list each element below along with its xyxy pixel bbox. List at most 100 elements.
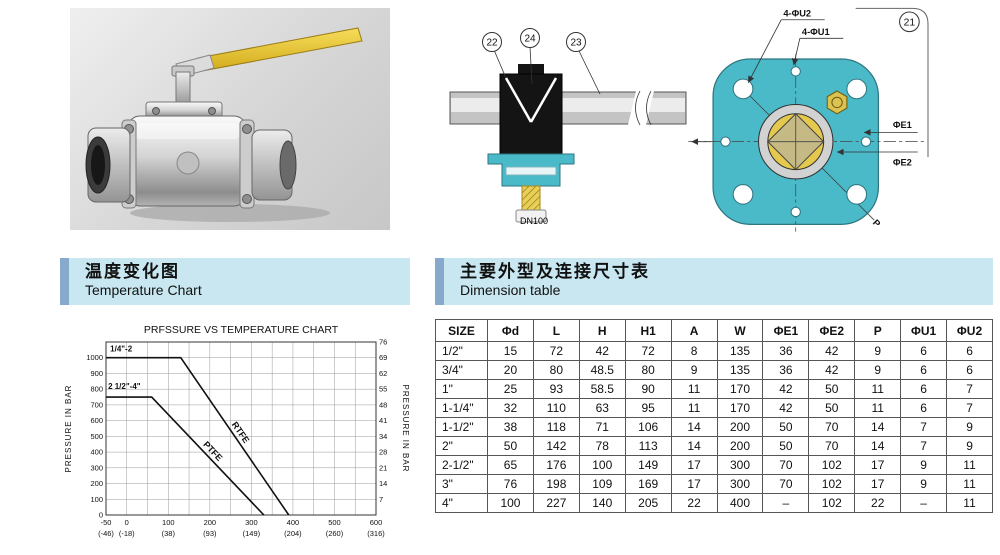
seat-vee xyxy=(504,77,558,123)
dim-cell: 50 xyxy=(762,436,810,456)
svg-text:500: 500 xyxy=(90,432,103,441)
svg-text:55: 55 xyxy=(379,385,387,394)
dim-size-cell: 1/2" xyxy=(435,341,488,361)
temperature-title-en: Temperature Chart xyxy=(85,282,202,298)
dim-cell: 8 xyxy=(670,341,718,361)
hex-bolt-circle xyxy=(831,96,843,109)
dim-cell: 300 xyxy=(716,455,764,475)
dim-cell: 102 xyxy=(808,493,856,513)
dim-size-cell: 2" xyxy=(435,436,488,456)
svg-text:300: 300 xyxy=(90,463,103,472)
body-highlight xyxy=(132,123,242,139)
dim-cell: 36 xyxy=(762,341,810,361)
dn-label: DN100 xyxy=(520,216,548,226)
leader-u2 xyxy=(747,19,782,83)
svg-text:300: 300 xyxy=(245,518,258,527)
svg-text:1000: 1000 xyxy=(86,353,103,362)
dim-cell: 142 xyxy=(532,436,580,456)
bolt-hole-u2 xyxy=(732,78,754,100)
dim-cell: 11 xyxy=(670,379,718,399)
dim-cell: 80 xyxy=(532,360,580,380)
dim-cell: 50 xyxy=(487,436,534,456)
dim-cell: 9 xyxy=(946,436,993,456)
valve-stem xyxy=(175,71,191,107)
dim-cell: 6 xyxy=(900,341,948,361)
dim-col-header: ΦE1 xyxy=(762,319,810,342)
dim-cell: 14 xyxy=(670,417,718,437)
dim-cell: 76 xyxy=(487,474,534,494)
dim-col-header: ΦU1 xyxy=(900,319,948,342)
flange-front-view: 21 4-ΦU2 4-ΦU1 xyxy=(688,7,929,232)
dim-size-cell: 3" xyxy=(435,474,488,494)
dim-cell: 70 xyxy=(808,436,856,456)
chart-title: PRFSSURE VS TEMPERATURE CHART xyxy=(144,324,339,336)
dim-cell: 65 xyxy=(487,455,534,475)
dim-cell: 7 xyxy=(946,398,993,418)
product-photo-box xyxy=(70,8,390,230)
callout-24-num: 24 xyxy=(524,34,536,45)
right-port xyxy=(279,140,297,190)
dim-cell: 22 xyxy=(670,493,718,513)
svg-text:(260): (260) xyxy=(326,529,344,538)
chart-series-line xyxy=(106,396,265,516)
technical-diagrams: 22 24 23 DN100 21 xyxy=(430,2,995,240)
svg-text:(38): (38) xyxy=(162,529,176,538)
leader-u1 xyxy=(791,38,801,66)
temperature-section-header: 温度变化图 Temperature Chart xyxy=(60,258,410,305)
svg-text:(93): (93) xyxy=(203,529,217,538)
svg-text:28: 28 xyxy=(379,448,387,457)
svg-text:0: 0 xyxy=(125,518,129,527)
callout-23-num: 23 xyxy=(570,38,582,49)
bolt-hole-u1 xyxy=(790,66,801,77)
dim-cell: 9 xyxy=(670,360,718,380)
dimension-title-zh: 主要外型及连接尺寸表 xyxy=(460,262,650,281)
label-phi-e2: ΦE2 xyxy=(893,157,912,167)
svg-text:7: 7 xyxy=(379,495,383,504)
dim-col-header: H xyxy=(578,319,626,342)
dim-size-cell: 1" xyxy=(435,379,488,399)
svg-text:400: 400 xyxy=(287,518,300,527)
dim-cell: 6 xyxy=(900,398,948,418)
svg-text:800: 800 xyxy=(90,385,103,394)
bolt-hole-u1 xyxy=(790,206,801,218)
dim-cell: 11 xyxy=(946,474,993,494)
dim-cell: 93 xyxy=(532,379,580,399)
dim-cell: 70 xyxy=(762,455,810,475)
dim-size-cell: 1-1/4" xyxy=(435,398,488,418)
bolt-hole-u1 xyxy=(860,136,872,147)
dim-cell: 22 xyxy=(854,493,902,513)
svg-text:900: 900 xyxy=(90,369,103,378)
dim-col-header: H1 xyxy=(624,319,672,342)
dim-cell: 11 xyxy=(854,398,902,418)
dim-col-header: A xyxy=(670,319,718,342)
dim-col-header: W xyxy=(716,319,764,342)
svg-text:69: 69 xyxy=(379,353,387,362)
dim-cell: 227 xyxy=(532,493,580,513)
dim-cell: – xyxy=(762,493,810,513)
dim-cell: 42 xyxy=(762,379,810,399)
callout-22-num: 22 xyxy=(486,38,498,49)
dim-cell: 135 xyxy=(716,360,764,380)
dim-cell: 6 xyxy=(946,341,993,361)
label-4-phi-u1: 4-ΦU1 xyxy=(802,27,830,37)
dim-cell: – xyxy=(900,493,948,513)
svg-text:-50: -50 xyxy=(101,518,112,527)
dim-cell: 140 xyxy=(578,493,626,513)
pad-bolt xyxy=(152,107,160,115)
dim-cell: 198 xyxy=(532,474,580,494)
dim-cell: 11 xyxy=(946,493,993,513)
dim-cell: 9 xyxy=(900,474,948,494)
bolt-hole-u2 xyxy=(846,184,868,205)
dim-cell: 100 xyxy=(578,455,626,475)
dim-cell: 17 xyxy=(670,474,718,494)
callout-22 xyxy=(482,32,502,52)
callout-24 xyxy=(520,28,540,48)
dim-col-header: ΦU2 xyxy=(946,319,993,342)
dim-col-header: Φd xyxy=(487,319,534,342)
svg-text:14: 14 xyxy=(379,479,387,488)
dim-cell: 71 xyxy=(578,417,626,437)
photo-shadow xyxy=(130,204,330,222)
